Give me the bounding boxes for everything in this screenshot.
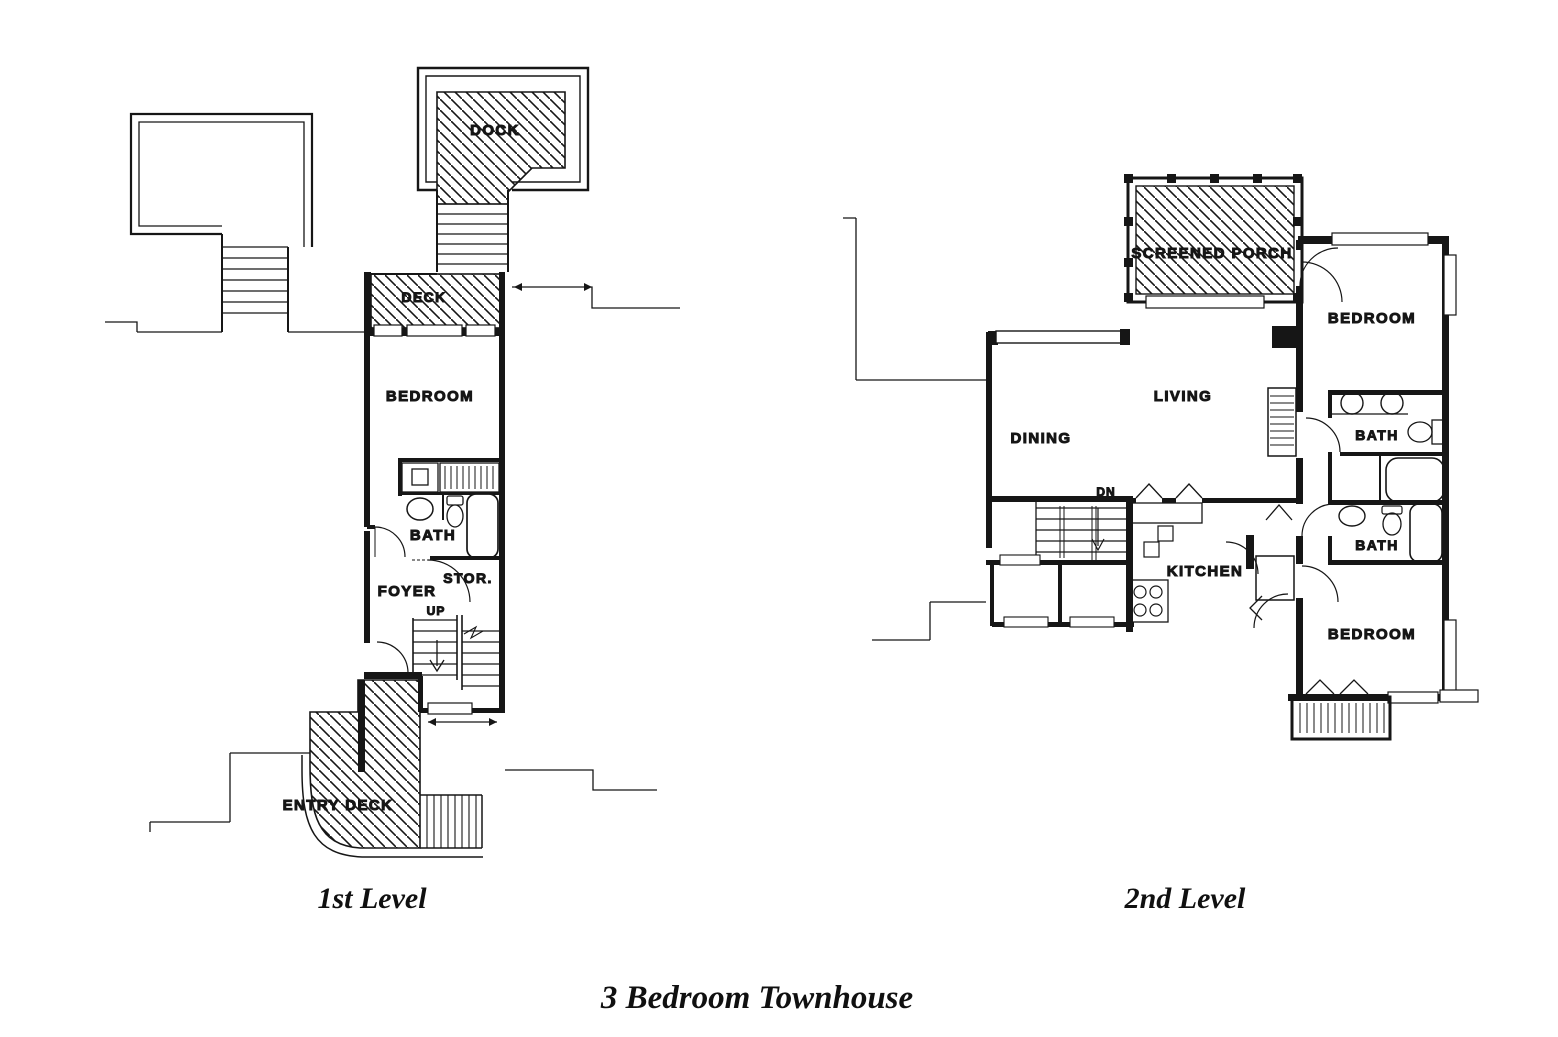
- bath-fixtures-l1: [398, 458, 500, 560]
- stairs-up: [412, 615, 499, 690]
- room-label-bedroom-upper: BEDROOM: [1328, 310, 1416, 327]
- room-label-kitchen: KITCHEN: [1167, 563, 1243, 580]
- room-label-bath-upper: BATH: [1355, 427, 1398, 443]
- room-label-storage: STOR.: [443, 570, 493, 586]
- room-label-bath-l1: BATH: [410, 527, 456, 544]
- dock-area: [416, 66, 680, 309]
- bedroom-doors-closet: [1267, 247, 1392, 741]
- room-label-stairs-up: UP: [427, 604, 446, 618]
- entry-deck-area: [149, 679, 657, 858]
- bath-upper-fixtures: [1305, 390, 1448, 504]
- room-label-screened-porch: SCREENED PORCH: [1131, 245, 1292, 262]
- level2-plan: SCREENED PORCH BEDROOM LIVING DINING BAT…: [843, 174, 1479, 741]
- kitchen-area: [1127, 483, 1300, 629]
- page-title: 3 Bedroom Townhouse: [600, 980, 913, 1016]
- stairs-down: [986, 496, 1134, 632]
- upper-deck-and-stairs: [105, 112, 364, 333]
- deck-area: [364, 272, 504, 337]
- bath-lower-fixtures: [1301, 500, 1448, 565]
- room-label-bedroom-l1: BEDROOM: [386, 388, 474, 405]
- room-label-dock: DOCK: [470, 122, 520, 139]
- room-label-entry-deck: ENTRY DECK: [283, 797, 394, 814]
- level1-caption: 1st Level: [317, 882, 427, 915]
- foyer-doors: [367, 525, 471, 674]
- room-label-deck: DECK: [401, 289, 446, 305]
- level2-caption: 2nd Level: [1124, 882, 1246, 915]
- room-label-living: LIVING: [1154, 388, 1212, 405]
- room-label-bedroom-lower: BEDROOM: [1328, 626, 1416, 643]
- room-label-stairs-down: DN: [1096, 485, 1115, 499]
- room-label-dining: DINING: [1011, 430, 1072, 447]
- room-label-bath-lower: BATH: [1355, 537, 1398, 553]
- level1-plan: DOCK DECK BEDROOM BATH FOYER STOR. UP EN…: [105, 66, 680, 858]
- screened-porch-area: [1124, 174, 1343, 309]
- site-lines-l2: [843, 217, 986, 641]
- room-label-foyer: FOYER: [378, 583, 437, 600]
